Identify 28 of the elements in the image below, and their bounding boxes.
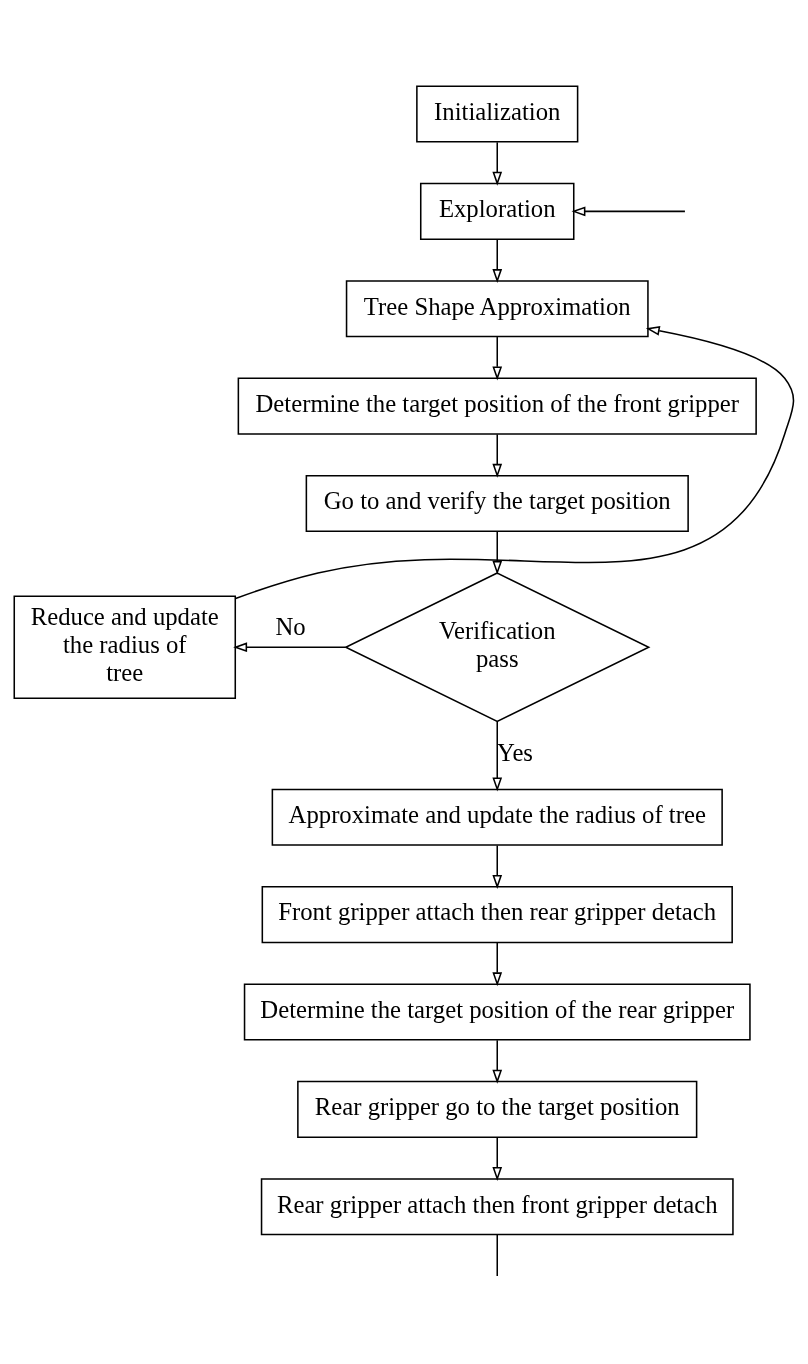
node-box: Go to and verify the target position — [305, 474, 689, 533]
node-box: Rear gripper go to the target position — [297, 1080, 698, 1138]
node-box: Rear gripper attach then front gripper detach — [260, 1178, 734, 1236]
connector — [496, 1234, 498, 1277]
arrow — [571, 206, 686, 217]
arrow — [233, 642, 347, 653]
node-box: Determine the target position of the rear gripper — [243, 983, 751, 1041]
arrow — [492, 238, 503, 284]
arrow — [492, 336, 503, 381]
node-diamond: Verification pass — [344, 572, 651, 723]
node-box: Exploration — [419, 182, 575, 240]
arrow — [492, 1039, 503, 1084]
node-box: Front gripper attach then rear gripper detach — [261, 886, 733, 944]
arrow — [234, 326, 795, 600]
node-box: Initialization — [416, 85, 579, 143]
arrow — [492, 433, 503, 478]
edge-label: Yes — [497, 739, 533, 767]
arrow — [492, 530, 503, 575]
arrow — [492, 844, 503, 889]
node-box: Determine the target position of the front gripper — [237, 377, 757, 435]
arrow — [492, 1136, 503, 1181]
arrow — [492, 720, 503, 792]
arrow — [492, 942, 503, 987]
edge-label: No — [275, 612, 306, 640]
arrow — [492, 141, 503, 186]
node-box: Reduce and update the radius of tree — [13, 595, 237, 699]
node-box: Approximate and update the radius of tree — [271, 788, 723, 846]
node-box: Tree Shape Approximation — [345, 280, 649, 338]
